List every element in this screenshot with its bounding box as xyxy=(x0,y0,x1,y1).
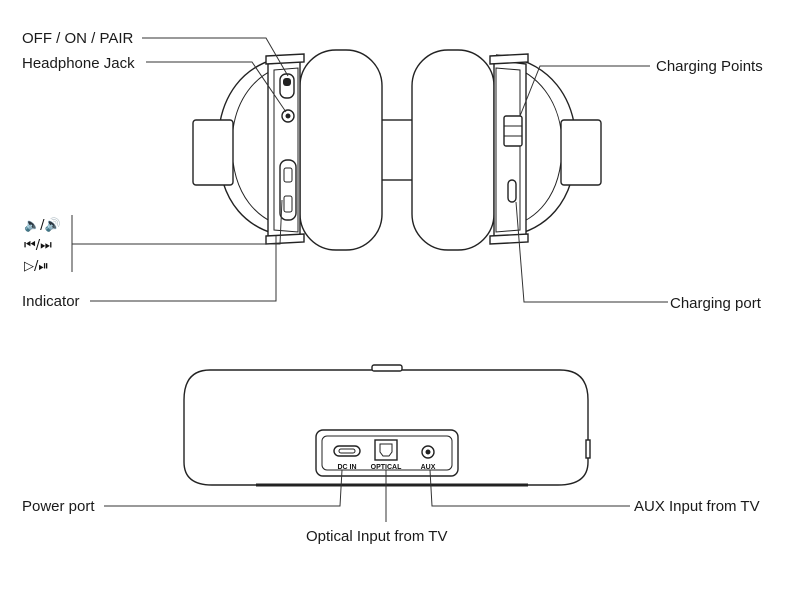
label-power-port: Power port xyxy=(22,498,95,515)
right-cushion xyxy=(411,49,495,251)
transmitter-illustration: DC IN OPTICAL AUX xyxy=(183,364,591,487)
label-charging-port: Charging port xyxy=(670,295,762,312)
left-slider-tab xyxy=(192,119,234,186)
leader-lines xyxy=(71,37,668,522)
right-bottom-clip xyxy=(489,233,529,245)
charging-port xyxy=(507,179,517,203)
label-aux-input: AUX Input from TV xyxy=(634,498,760,515)
left-bottom-clip xyxy=(265,233,305,245)
volume-down-button[interactable] xyxy=(283,195,293,213)
leader-headphone-jack xyxy=(146,61,287,113)
optical-port-label: OPTICAL xyxy=(371,464,402,471)
leader-charging-port xyxy=(515,201,668,303)
transmitter-top-button xyxy=(371,364,403,372)
volume-up-button[interactable] xyxy=(283,167,293,183)
optical-port xyxy=(374,439,398,461)
volume-symbols: 🔈/🔊 xyxy=(24,216,61,233)
right-control-panel xyxy=(495,67,521,233)
control-rocker-button[interactable] xyxy=(279,159,297,221)
leader-charging-points xyxy=(519,65,650,117)
label-headphone-jack: Headphone Jack xyxy=(22,55,135,72)
power-switch-knob[interactable] xyxy=(283,78,291,86)
dc-in-port-label: DC IN xyxy=(337,464,356,471)
leader-indicator xyxy=(90,236,277,302)
leader-aux xyxy=(429,469,630,507)
label-indicator: Indicator xyxy=(22,293,80,310)
leader-buttons xyxy=(72,199,283,245)
left-control-panel xyxy=(273,67,299,233)
leader-off-on-pair xyxy=(142,37,289,77)
right-control-shell xyxy=(493,59,527,241)
dc-in-port-inner xyxy=(338,448,356,454)
left-cushion xyxy=(299,49,383,251)
right-top-clip xyxy=(489,53,529,65)
aux-port-hole xyxy=(425,449,431,455)
leader-power-port xyxy=(104,469,343,507)
headphones-illustration xyxy=(192,49,602,251)
callout-labels: OFF / ON / PAIR Headphone Jack Indicator… xyxy=(22,30,763,545)
transmitter-side-button xyxy=(585,439,591,459)
left-top-clip xyxy=(265,53,305,65)
headphone-jack-hole xyxy=(285,113,291,119)
aux-port-label: AUX xyxy=(421,464,436,471)
dc-in-port xyxy=(333,445,361,457)
label-off-on-pair: OFF / ON / PAIR xyxy=(22,30,134,47)
port-panel-inner xyxy=(321,435,453,471)
right-earcup xyxy=(411,49,602,251)
optical-port-inner xyxy=(379,443,393,457)
label-charging-points: Charging Points xyxy=(656,58,763,75)
label-optical-input: Optical Input from TV xyxy=(306,528,447,545)
right-slider-tab xyxy=(560,119,602,186)
play-symbols: ▷/⏯ xyxy=(24,259,49,274)
track-symbols: ⏮/⏭ xyxy=(24,238,52,253)
left-earcup xyxy=(192,49,383,251)
charging-points xyxy=(503,115,523,147)
transmitter-body xyxy=(183,369,589,486)
